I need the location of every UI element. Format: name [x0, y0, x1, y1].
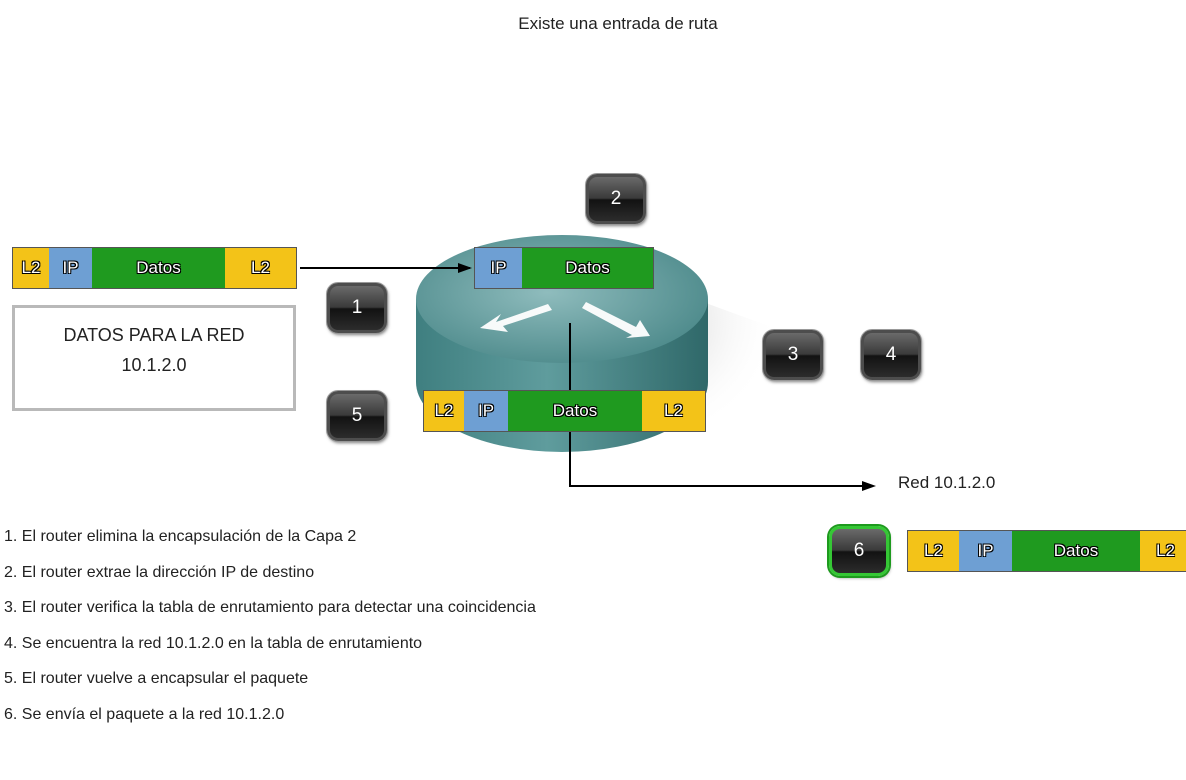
router-arrows-icon: [480, 302, 650, 338]
outgoing-packet: L2 IP Datos L2: [907, 530, 1186, 572]
diagram-title: Existe una entrada de ruta: [518, 14, 718, 33]
l2-header: L2: [13, 248, 49, 288]
l2-trailer: L2: [642, 391, 705, 431]
l2-trailer: L2: [225, 248, 296, 288]
ip-header: IP: [475, 248, 522, 288]
step-item: 5. El router vuelve a encapsular el paqu…: [4, 670, 309, 687]
step-item: 1. El router elimina la encapsulación de…: [4, 528, 357, 545]
ip-header: IP: [464, 391, 508, 431]
step-item: 3. El router verifica la tabla de enruta…: [4, 599, 536, 616]
ip-header: IP: [49, 248, 92, 288]
step-badge-3[interactable]: 3: [763, 330, 823, 380]
data-segment: Datos: [92, 248, 225, 288]
step-item: 4. Se encuentra la red 10.1.2.0 en la ta…: [4, 634, 423, 652]
data-segment: Datos: [508, 391, 642, 431]
step-item: 2. El router extrae la dirección IP de d…: [4, 563, 315, 581]
step-badge-2[interactable]: 2: [586, 174, 646, 224]
destination-network-label: Red 10.1.2.0: [898, 473, 996, 492]
l2-header: L2: [908, 531, 959, 571]
ip-header: IP: [959, 531, 1012, 571]
step-list: 1. El router elimina la encapsulación de…: [4, 528, 536, 741]
incoming-packet: L2 IP Datos L2: [12, 247, 297, 289]
destination-info-box: DATOS PARA LA RED 10.1.2.0: [12, 305, 296, 411]
data-segment: Datos: [1012, 531, 1140, 571]
l2-header: L2: [424, 391, 464, 431]
info-box-line1: DATOS PARA LA RED: [63, 325, 245, 345]
step-badge-5[interactable]: 5: [327, 391, 387, 441]
step-badge-1[interactable]: 1: [327, 283, 387, 333]
l2-trailer: L2: [1140, 531, 1186, 571]
info-box-line2: 10.1.2.0: [121, 355, 187, 375]
data-segment: Datos: [522, 248, 653, 288]
decapsulated-packet: IP Datos: [474, 247, 654, 289]
step-badge-6[interactable]: 6: [829, 526, 889, 576]
step-badge-4[interactable]: 4: [861, 330, 921, 380]
output-arrow: [569, 323, 872, 487]
reencapsulated-packet: L2 IP Datos L2: [423, 390, 706, 432]
step-item: 6. Se envía el paquete a la red 10.1.2.0: [4, 705, 285, 723]
